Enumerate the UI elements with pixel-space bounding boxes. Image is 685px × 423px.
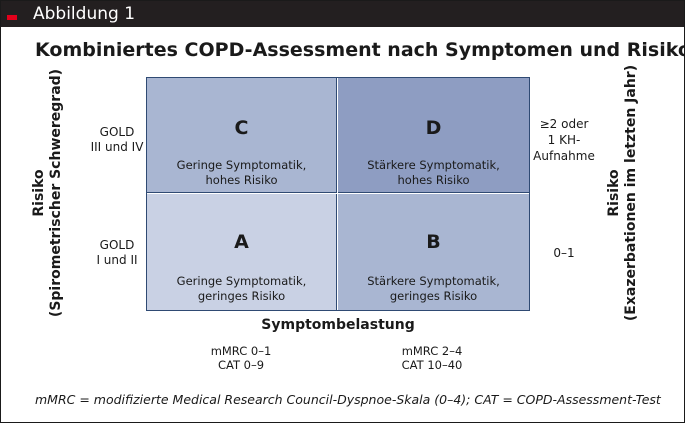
quadrant-a-desc-line2: geringes Risiko: [197, 289, 286, 303]
figure-header: Abbildung 1: [1, 1, 684, 27]
quadrant-c-desc-line1: Geringe Symptomatik,: [176, 158, 307, 172]
x-axis-category-low-line2: CAT 0–9: [217, 358, 265, 372]
x-axis-category-low: mMRC 0–1 CAT 0–9: [146, 344, 336, 372]
x-axis-category-high-line2: CAT 10–40: [401, 358, 463, 372]
x-axis-category-high-line1: mMRC 2–4: [401, 344, 463, 358]
left-axis-title: Risiko (Spirometrischer Schweregrad): [31, 69, 65, 317]
right-row-label-top: ≥2 oder 1 KH- Aufnahme: [524, 116, 604, 164]
quadrant-a-description: Geringe Symptomatik, geringes Risiko: [147, 274, 336, 304]
x-axis-category-high: mMRC 2–4 CAT 10–40: [337, 344, 527, 372]
quadrant-d-description: Stärkere Symptomatik, hohes Risiko: [338, 158, 529, 188]
left-row-label-bottom: GOLD I und II: [77, 238, 157, 268]
quadrant-b-description: Stärkere Symptomatik, geringes Risiko: [338, 274, 529, 304]
right-axis-title-line1: Risiko: [606, 169, 622, 217]
right-row-label-top-line1: ≥2 oder: [539, 117, 589, 131]
right-row-label-bottom: 0–1: [524, 245, 604, 261]
left-row-label-bottom-line1: GOLD: [99, 238, 135, 252]
quadrant-d: D Stärkere Symptomatik, hohes Risiko: [338, 78, 529, 193]
quadrant-b-desc-line2: geringes Risiko: [389, 289, 478, 303]
quadrant-a: A Geringe Symptomatik, geringes Risiko: [147, 194, 337, 310]
quadrant-a-letter: A: [234, 231, 249, 253]
right-row-label-top-line2: 1 KH-: [547, 133, 581, 147]
footnote: mMRC = modifizierte Medical Research Cou…: [35, 392, 661, 407]
quadrant-b-letter: B: [426, 231, 441, 253]
quadrant-c: C Geringe Symptomatik, hohes Risiko: [147, 78, 337, 193]
figure-title: Kombiniertes COPD-Assessment nach Sympto…: [35, 39, 685, 61]
left-row-label-top-line2: III und IV: [90, 140, 144, 154]
quadrant-c-description: Geringe Symptomatik, hohes Risiko: [147, 158, 336, 188]
quadrant-b: B Stärkere Symptomatik, geringes Risiko: [338, 194, 529, 310]
header-accent-mark: [7, 15, 17, 20]
right-axis-title: Risiko (Exazerbationen im letzten Jahr): [606, 65, 640, 321]
left-row-label-top: GOLD III und IV: [77, 125, 157, 155]
x-axis-title: Symptombelastung: [261, 317, 415, 333]
quadrant-b-desc-line1: Stärkere Symptomatik,: [367, 274, 500, 288]
left-row-label-top-line1: GOLD: [99, 125, 135, 139]
right-row-label-bottom-line1: 0–1: [553, 246, 575, 260]
quadrant-a-desc-line1: Geringe Symptomatik,: [176, 274, 307, 288]
assessment-grid: C Geringe Symptomatik, hohes Risiko D St…: [146, 77, 530, 311]
quadrant-d-desc-line2: hohes Risiko: [397, 173, 470, 187]
x-axis-category-low-line1: mMRC 0–1: [210, 344, 272, 358]
figure-label: Abbildung 1: [33, 4, 136, 24]
quadrant-c-letter: C: [234, 117, 249, 139]
quadrant-c-desc-line2: hohes Risiko: [205, 173, 278, 187]
left-row-label-bottom-line2: I und II: [96, 253, 138, 267]
quadrant-d-desc-line1: Stärkere Symptomatik,: [367, 158, 500, 172]
left-axis-title-line2: (Spirometrischer Schweregrad): [48, 68, 64, 318]
left-axis-title-line1: Risiko: [31, 169, 47, 217]
right-row-label-top-line3: Aufnahme: [533, 149, 595, 163]
right-axis-title-line2: (Exazerbationen im letzten Jahr): [623, 64, 639, 322]
quadrant-d-letter: D: [425, 117, 442, 139]
